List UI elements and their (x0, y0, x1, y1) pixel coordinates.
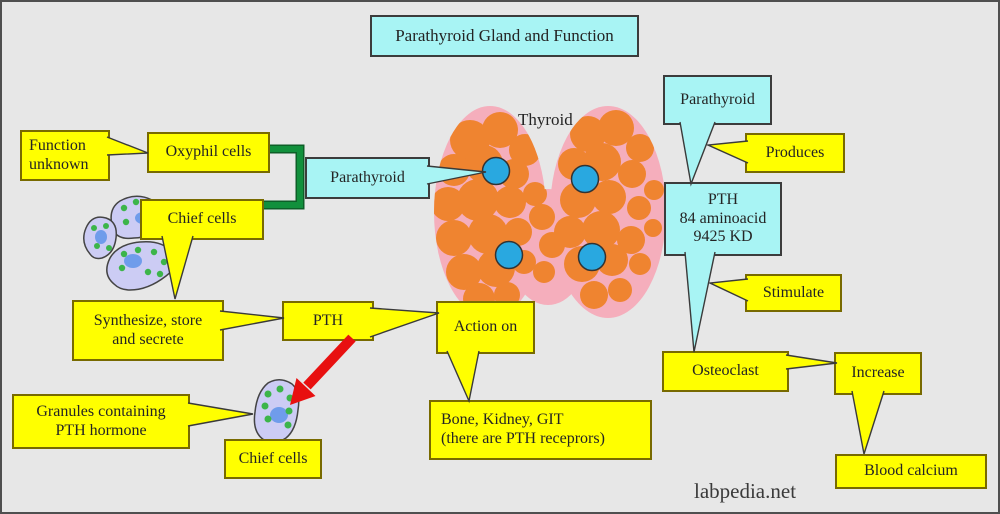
title-box: Parathyroid Gland and Function (370, 15, 639, 57)
chief-cells-box: Chief cells (140, 199, 264, 240)
pth-hormone-line3: 9425 KD (693, 228, 753, 246)
synthesize-box: Synthesize, store and secrete (72, 300, 224, 361)
watermark: labpedia.net (694, 479, 797, 503)
action-on-label: Action on (453, 318, 518, 336)
osteoclast-label: Osteoclast (692, 362, 759, 380)
chief-cells-2-label: Chief cells (238, 449, 308, 467)
pth-hormone-line1: PTH (707, 191, 739, 209)
parathyroid-dot (570, 164, 600, 194)
stimulate-label: Stimulate (762, 283, 825, 301)
parathyroid-dot (577, 242, 607, 272)
thyroid-label: Thyroid (518, 110, 573, 129)
action-on-box: Action on (436, 301, 535, 354)
synthesize-label: Synthesize, store and secrete (93, 311, 203, 348)
blood-calcium-box: Blood calcium (835, 454, 987, 489)
function-unknown-label: Function unknown (29, 136, 89, 173)
pth-hormone-box: PTH 84 aminoacid 9425 KD (664, 182, 782, 256)
page-title: Parathyroid Gland and Function (395, 26, 614, 46)
parathyroid-right-label: Parathyroid (680, 90, 755, 108)
parathyroid-dot (494, 240, 524, 270)
pth-label: PTH (312, 311, 344, 329)
chief-cells-2-box: Chief cells (224, 439, 322, 479)
blood-calcium-label: Blood calcium (864, 462, 958, 480)
increase-label: Increase (851, 364, 905, 382)
chief-cells-label: Chief cells (167, 210, 237, 228)
pth-hormone-line2: 84 aminoacid (679, 209, 767, 227)
parathyroid-dot (481, 156, 511, 186)
chief-cell-blob (106, 240, 177, 291)
produces-label: Produces (765, 143, 825, 161)
increase-box: Increase (834, 352, 922, 395)
produces-box: Produces (745, 133, 845, 173)
stimulate-box: Stimulate (745, 274, 842, 312)
pth-box: PTH (282, 301, 374, 341)
parathyroid-left-label: Parathyroid (330, 168, 405, 186)
parathyroid-dots (481, 156, 607, 272)
function-unknown-box: Function unknown (20, 130, 110, 181)
parathyroid-left-box: Parathyroid (305, 157, 430, 199)
oxyphil-cells-box: Oxyphil cells (147, 132, 270, 173)
osteoclast-box: Osteoclast (662, 351, 789, 392)
targets-box: Bone, Kidney, GIT (there are PTH recepro… (429, 400, 652, 460)
granules-label: Granules containing PTH hormone (36, 402, 166, 439)
parathyroid-right-box: Parathyroid (663, 75, 772, 125)
oxyphil-cells-label: Oxyphil cells (165, 143, 252, 161)
granules-box: Granules containing PTH hormone (12, 394, 190, 449)
cell-nuclei (95, 212, 288, 423)
targets-line1: Bone, Kidney, GIT (441, 411, 564, 429)
targets-line2: (there are PTH receprors) (441, 430, 605, 447)
